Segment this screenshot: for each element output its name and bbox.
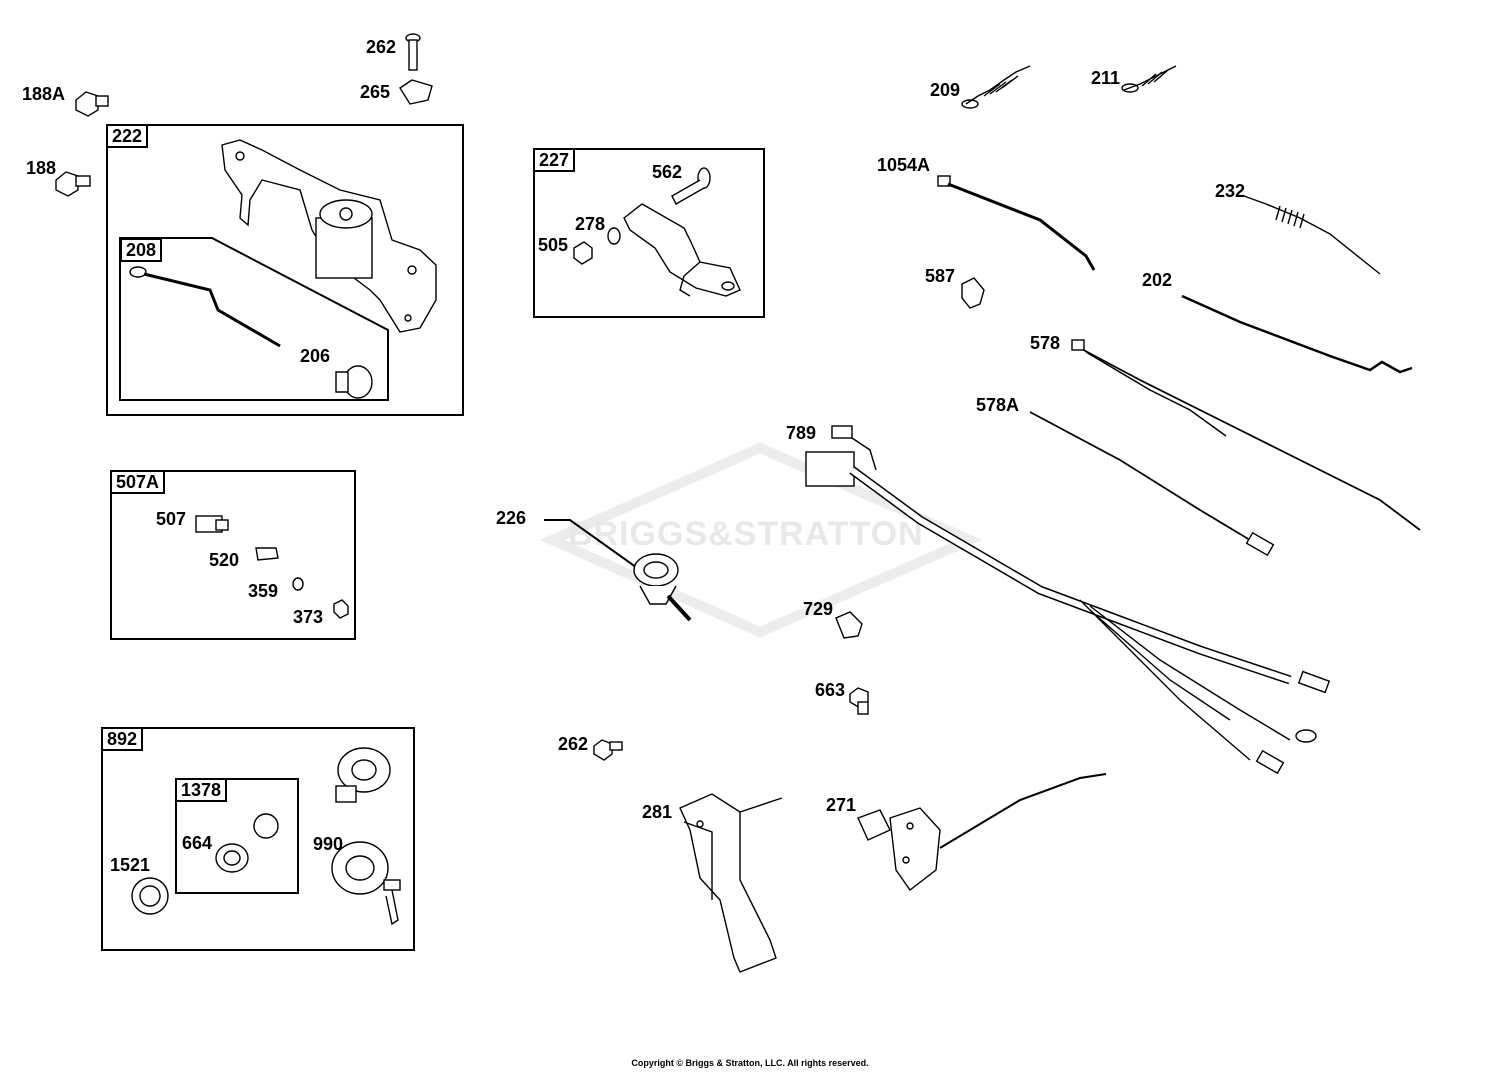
assembly-box-892: 892 [101,727,415,951]
part-label-281: 281 [642,802,673,822]
part-label-262-top: 262 [366,37,397,57]
part-label-232: 232 [1215,181,1246,201]
assembly-box-1378: 1378 [175,778,299,894]
part-label-265: 265 [360,82,391,102]
rod-202-icon [1181,294,1413,374]
spring-232-icon [1243,195,1381,275]
clamp-587-icon [961,277,985,309]
part-label-206: 206 [300,346,331,366]
watermark-text: BRIGGS&STRATTON [568,515,924,553]
part-label-373: 373 [293,607,324,627]
part-label-1521: 1521 [110,855,151,875]
part-label-211: 211 [1091,68,1121,88]
part-label-520: 520 [209,550,240,570]
part-label-505: 505 [538,235,569,255]
part-label-578: 578 [1030,333,1061,353]
nut-188-icon [55,171,91,197]
clip-265-icon [399,79,433,105]
cable-578A-icon [1029,411,1275,557]
part-label-664: 664 [182,833,213,853]
bezel-1521-icon [131,877,169,915]
assembly-box-507A: 507A [110,470,356,640]
bolt-262-top-icon [405,33,421,71]
box-label-507A: 507A [110,470,166,494]
part-label-188: 188 [26,158,57,178]
bracket-227-icon [623,203,741,297]
part-label-729: 729 [803,599,834,619]
switch-226-icon [544,519,692,622]
part-label-359: 359 [248,581,279,601]
part-label-562: 562 [652,162,683,182]
part-label-262-bottom: 262 [558,734,589,754]
ignition-switch-icon [335,747,391,803]
box-label-1378: 1378 [175,778,228,802]
nut-505-icon [573,241,593,265]
part-label-789: 789 [786,423,817,443]
part-label-578A: 578A [976,395,1020,415]
part-label-1054A: 1054A [877,155,931,175]
part-label-507: 507 [156,509,187,529]
bolt-262-bottom-icon [593,739,623,761]
nut-373-icon [333,599,349,619]
spring-211-icon [1121,65,1177,93]
box-label-208: 208 [120,238,163,262]
nut-664-icon [215,843,249,873]
washer-359-icon [292,577,304,591]
box-label-222: 222 [106,124,149,148]
lock-washer-icon [253,813,279,839]
nut-188A-icon [75,91,109,117]
wiring-harness-789-icon [805,425,1331,775]
throttle-control-271-icon [857,773,1107,892]
spring-209-icon [961,65,1031,109]
part-label-226: 226 [496,508,527,528]
part-label-663: 663 [815,680,846,700]
part-label-188A: 188A [22,84,66,104]
key-switch-990-icon [331,841,401,926]
bracket-281-icon [679,793,783,973]
bolt-663-icon [849,687,869,715]
part-label-587: 587 [925,266,956,286]
cable-tie-1054A-icon [937,175,1096,271]
copyright-notice: Copyright © Briggs & Stratton, LLC. All … [631,1058,869,1068]
terminal-520-icon [255,547,279,561]
part-label-271: 271 [826,795,857,815]
clip-729-icon [835,611,863,639]
part-label-990: 990 [313,834,344,854]
assembly-box-222: 222 [106,124,464,416]
cable-578-icon [1071,339,1421,531]
assembly-box-227: 227 [533,148,765,318]
box-label-227: 227 [533,148,576,172]
part-label-202: 202 [1142,270,1173,290]
part-label-278: 278 [575,214,606,234]
pin-562-icon [671,167,711,205]
box-label-892: 892 [101,727,144,751]
part-label-209: 209 [930,80,961,100]
switch-507-icon [195,515,229,533]
washer-278-icon [607,227,621,245]
